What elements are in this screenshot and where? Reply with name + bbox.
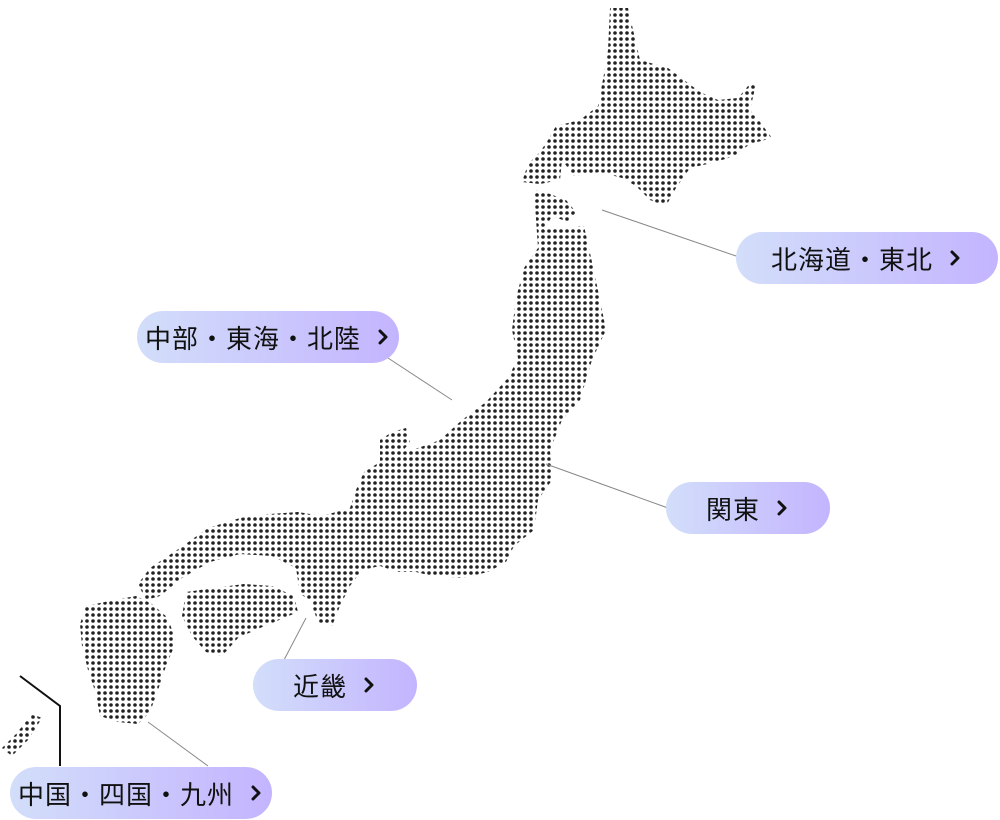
leader-line-kanto <box>545 463 669 509</box>
region-button-chugoku-shikoku-kyushu[interactable]: 中国・四国・九州 <box>10 767 272 819</box>
chevron-right-icon <box>378 329 388 345</box>
region-label: 近畿 <box>292 672 347 703</box>
chevron-right-icon <box>364 677 374 693</box>
leader-line-kinki <box>283 617 307 661</box>
region-label: 中国・四国・九州 <box>17 780 234 811</box>
chevron-right-icon <box>251 785 261 801</box>
leader-line-chubu <box>387 357 453 401</box>
region-button-kinki[interactable]: 近畿 <box>253 659 417 711</box>
leader-line-hokkaido <box>601 209 737 257</box>
region-label: 中部・東海・北陸 <box>144 324 361 355</box>
region-label: 関東 <box>705 495 760 526</box>
region-label: 北海道・東北 <box>770 245 933 276</box>
region-button-chubu-tokai-hokuriku[interactable]: 中部・東海・北陸 <box>137 311 399 363</box>
chevron-right-icon <box>777 500 787 516</box>
leader-line-chugoku <box>147 721 209 767</box>
chevron-right-icon <box>950 250 960 266</box>
region-button-hokkaido-tohoku[interactable]: 北海道・東北 <box>736 232 998 284</box>
region-button-kanto[interactable]: 関東 <box>666 482 830 534</box>
inset-separator-line <box>19 675 61 766</box>
